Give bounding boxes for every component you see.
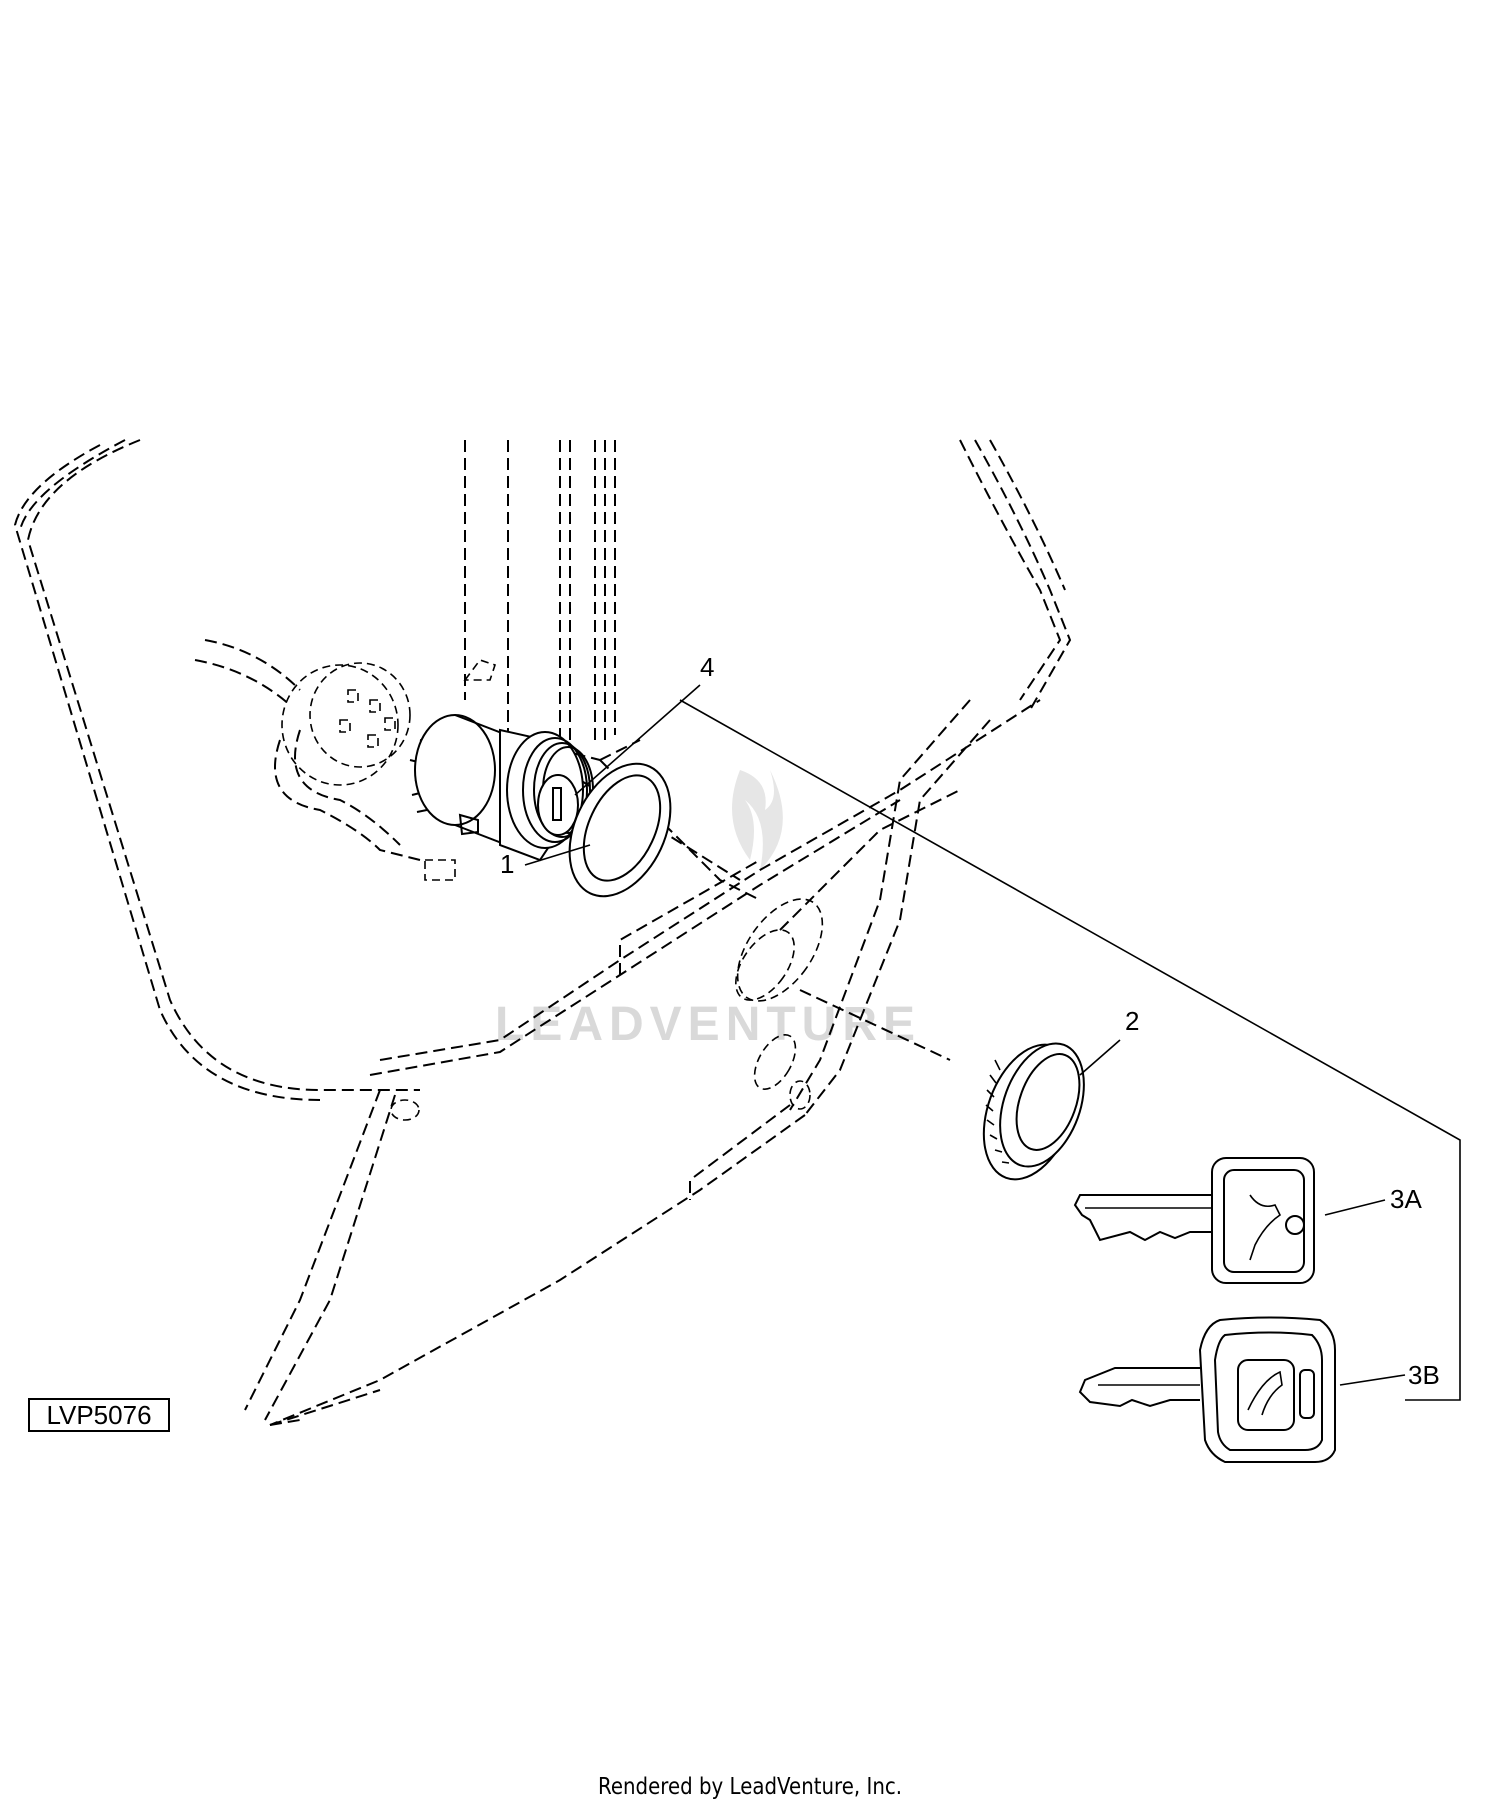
leader-3A [1324,1199,1386,1216]
connector-pins [339,689,396,748]
leader-4 [574,684,701,796]
key-3A [1073,1157,1315,1284]
diagram-reference-code: LVP5076 [28,1398,170,1432]
callout-1: 1 [500,849,514,879]
leader-lines [524,684,1461,1401]
nut [982,1042,1085,1181]
alignment-line [799,989,951,1061]
dash-hole [390,898,824,1121]
leader-2 [1079,1039,1121,1076]
ignition-switch [409,714,594,862]
callout-2: 2 [1125,1006,1139,1036]
watermark-text: LEADVENTURE [495,998,921,1051]
key-3B [1078,1316,1336,1463]
leader-bracket [679,699,1461,1401]
watermark: LEADVENTURE [495,770,921,1051]
callout-4: 4 [700,652,714,682]
leader-3B [1339,1374,1406,1386]
leader-1 [524,844,591,866]
callout-3B: 3B [1408,1360,1440,1390]
wire-harness [194,639,456,881]
gasket [568,762,672,898]
callout-3A: 3A [1390,1184,1422,1214]
dashboard-outline [13,439,1072,1426]
footer-credit: Rendered by LeadVenture, Inc. [597,1774,903,1800]
